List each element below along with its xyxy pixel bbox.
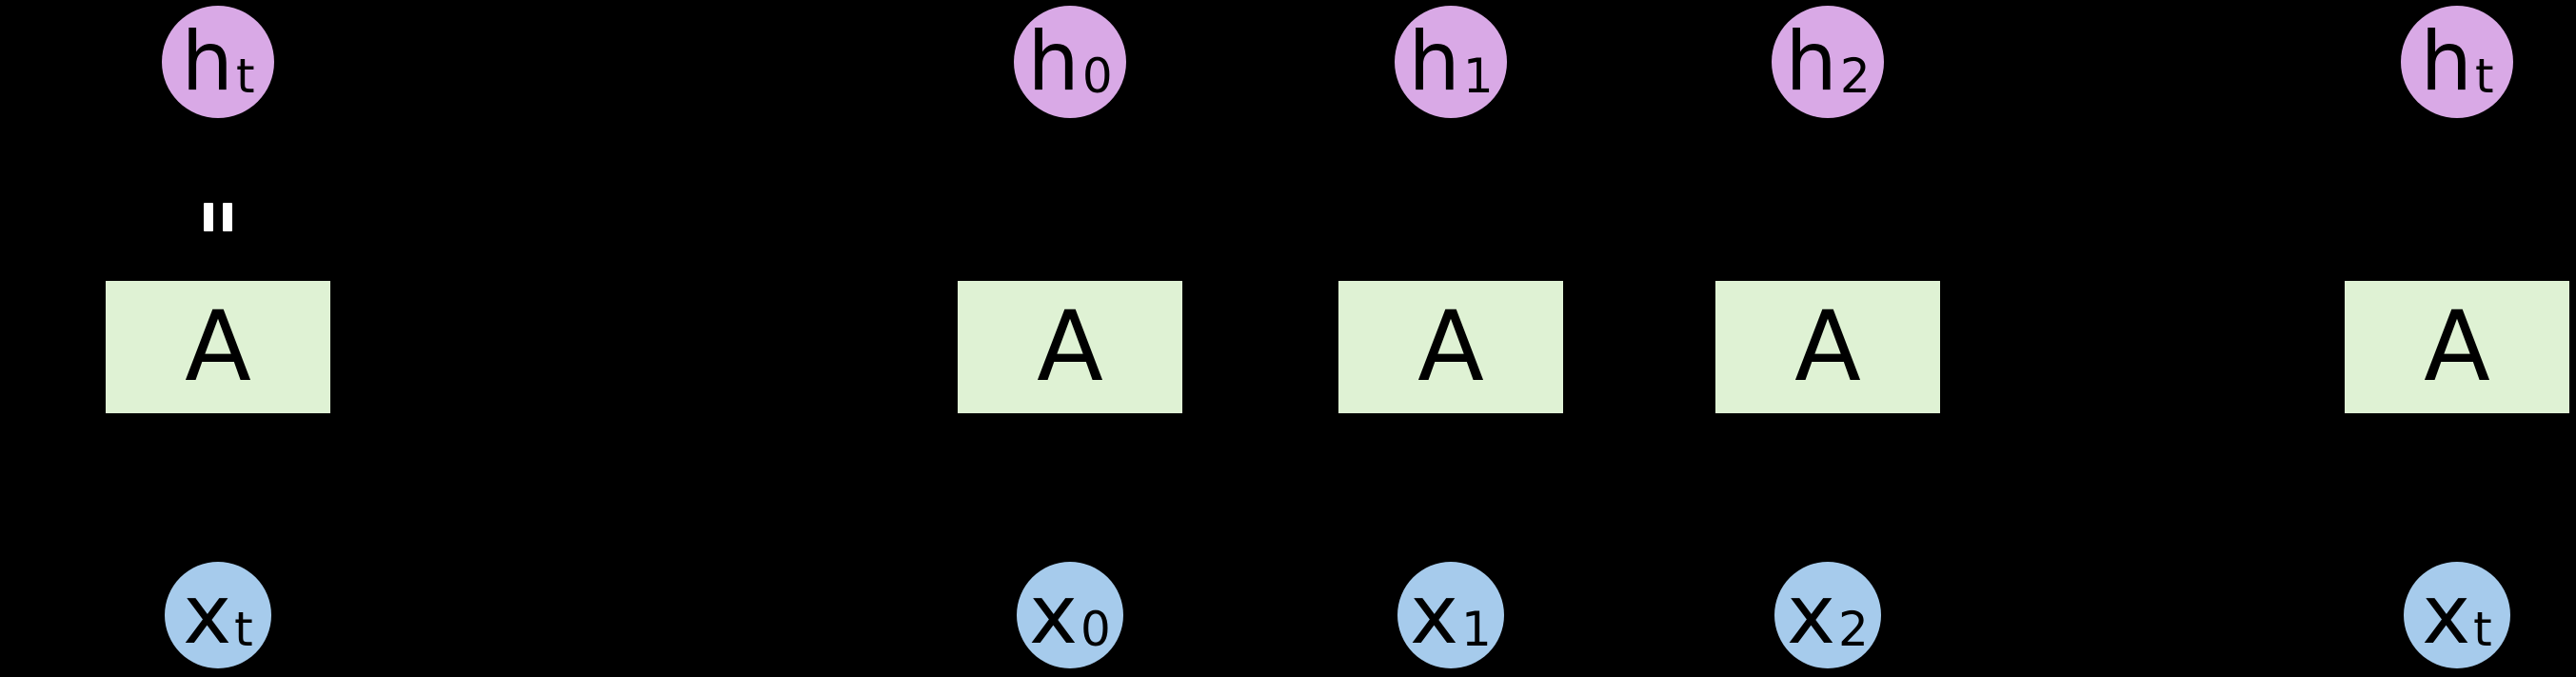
equals-icon: = bbox=[204, 203, 232, 231]
rnn-cell-box: A bbox=[103, 278, 333, 416]
hidden-state-label: h bbox=[2420, 14, 2472, 110]
equals-bar bbox=[223, 203, 232, 231]
rnn-cell-label: A bbox=[1417, 289, 1484, 404]
hidden-state-label: h bbox=[1027, 14, 1080, 110]
input-subscript: t bbox=[234, 602, 253, 657]
rnn-cell-label: A bbox=[1037, 289, 1103, 404]
input-label: x bbox=[183, 567, 232, 663]
hidden-state-subscript: 1 bbox=[1462, 49, 1494, 104]
input-label: x bbox=[1787, 567, 1836, 663]
hidden-state-subscript: t bbox=[235, 49, 255, 104]
rnn-cell-box: A bbox=[2342, 278, 2572, 416]
hidden-state-label: h bbox=[1408, 14, 1460, 110]
input-label: x bbox=[2422, 567, 2471, 663]
hidden-state-label: h bbox=[181, 14, 233, 110]
equals-bar bbox=[204, 203, 213, 231]
hidden-state-subscript: t bbox=[2474, 49, 2494, 104]
hidden-state-label: h bbox=[1785, 14, 1837, 110]
rnn-cell-label: A bbox=[185, 289, 251, 404]
input-subscript: 2 bbox=[1838, 602, 1869, 657]
rnn-cell-box: A bbox=[955, 278, 1185, 416]
input-subscript: 1 bbox=[1461, 602, 1492, 657]
hidden-state-subscript: 2 bbox=[1839, 49, 1871, 104]
hidden-state-subscript: 0 bbox=[1081, 49, 1113, 104]
input-subscript: 0 bbox=[1080, 602, 1111, 657]
input-label: x bbox=[1029, 567, 1079, 663]
input-subscript: t bbox=[2473, 602, 2492, 657]
rnn-cell-label: A bbox=[1794, 289, 1861, 404]
rnn-cell-box: A bbox=[1336, 278, 1566, 416]
rnn-cell-label: A bbox=[2424, 289, 2490, 404]
rnn-cell-box: A bbox=[1713, 278, 1943, 416]
input-label: x bbox=[1410, 567, 1459, 663]
